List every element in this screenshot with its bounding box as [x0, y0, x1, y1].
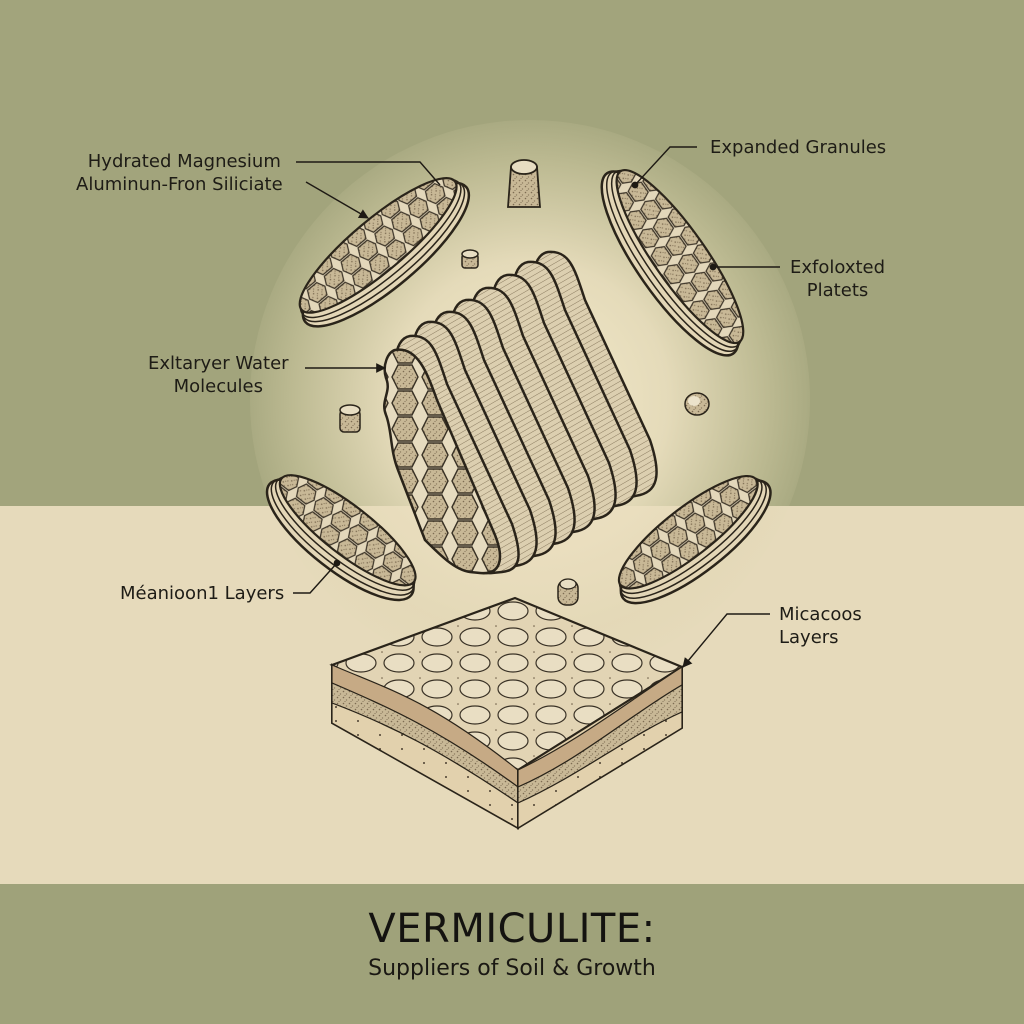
pellet-1	[507, 159, 541, 208]
exfoliated-platelet-top-left	[298, 177, 471, 328]
leader-hydrated-top	[296, 161, 441, 186]
label-hydrated-magnesium: Hydrated Magnesium Aluminun-Fron Silicia…	[76, 150, 283, 196]
label-micaceous-line-2: Layers	[779, 627, 839, 648]
label-expanded-line-1: Expanded Granules	[710, 137, 887, 158]
expanded-layered-stack	[383, 250, 658, 575]
exfoliated-platelet-top-right	[600, 168, 745, 357]
pellet-4	[684, 392, 710, 416]
pellet-3	[339, 404, 361, 433]
label-micaceous-layers: Micacoos Layers	[779, 603, 862, 649]
leader-expanded	[631, 146, 697, 189]
page-title: VERMICULITE:	[368, 906, 656, 952]
granule-pellets	[339, 159, 710, 606]
leader-lines	[293, 146, 780, 668]
label-hydrated-line-1: Hydrated Magnesium	[87, 151, 281, 172]
label-micaceous-line-1: Micacoos	[779, 604, 862, 625]
exfoliated-platelet-bottom-right	[617, 474, 772, 605]
leader-micaceous	[682, 613, 770, 668]
leader-mineral	[293, 559, 341, 594]
pellet-5	[557, 578, 579, 606]
label-water-line-1: Exltaryer Water	[148, 353, 289, 374]
leader-hydrated-arrow	[305, 181, 369, 219]
label-mineral-layers: Méanioon1 Layers	[120, 582, 284, 605]
label-mineral-line-1: Méanioon1 Layers	[120, 583, 285, 604]
label-exfoliated-line-1: Exfoloxted	[790, 257, 886, 278]
label-exfoliated-line-2: Platets	[806, 280, 869, 301]
label-hydrated-line-2: Aluminun-Fron Siliciate	[76, 174, 283, 195]
label-exfoliated-platelets: Exfoloxted Platets	[790, 256, 885, 302]
page-subtitle: Suppliers of Soil & Growth	[368, 956, 656, 981]
label-water-line-2: Molecules	[173, 376, 263, 397]
label-expanded-granules: Expanded Granules	[710, 136, 886, 159]
exfoliated-platelet-bottom-left	[265, 474, 417, 602]
isometric-soil-block	[329, 596, 685, 830]
title-band	[0, 884, 1024, 1024]
pellet-2	[461, 249, 479, 269]
label-interlayer-water: Exltaryer Water Molecules	[148, 352, 289, 398]
